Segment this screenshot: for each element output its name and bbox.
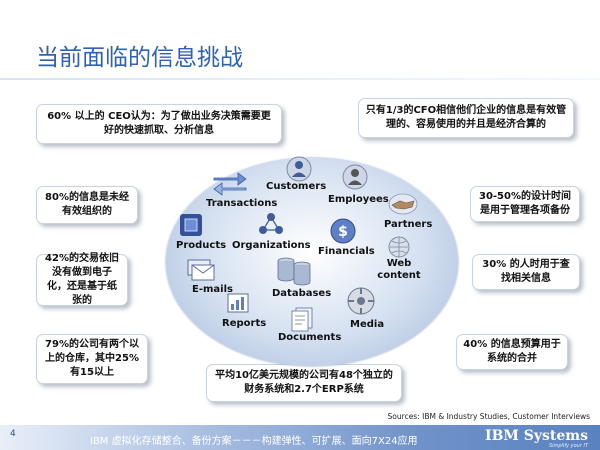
reports-icon <box>227 293 249 313</box>
label-documents: Documents <box>278 332 342 343</box>
ibm-systems-logo: IBM Systems <box>485 428 588 444</box>
callout-search: 30% 的人时用于查找相关信息 <box>472 254 580 290</box>
label-partners: Partners <box>384 219 433 230</box>
sources-note: Sources: IBM & Industry Studies, Custome… <box>387 412 590 421</box>
employees-icon <box>342 164 368 190</box>
emails-icon <box>187 259 215 281</box>
page-number: 4 <box>10 429 16 439</box>
label-employees: Employees <box>328 194 389 205</box>
callout-warehouses: 79%的公司有两个以上的仓库，其中25%有15以上 <box>36 334 148 384</box>
callout-budget: 40% 的信息预算用于系统的合并 <box>456 334 568 370</box>
label-financials: Financials <box>318 246 375 257</box>
svg-text:$: $ <box>338 224 348 240</box>
products-icon <box>180 214 202 236</box>
customers-icon <box>286 156 312 182</box>
transactions-icon <box>213 172 247 196</box>
footer-text: IBM 虚拟化存储整合、备份方案－－－构建弹性、可扩展、面向7X24应用 <box>90 436 418 447</box>
title-rule <box>0 78 600 80</box>
page-title: 当前面临的信息挑战 <box>36 45 243 71</box>
footer-bar <box>0 425 600 450</box>
label-organizations: Organizations <box>232 240 311 251</box>
brand-tagline: Simplify your IT <box>548 443 588 449</box>
label-databases: Databases <box>272 288 332 299</box>
callout-paper: 42%的交易依旧没有做到电子化，还是基于纸张的 <box>36 253 128 306</box>
callout-unorganized: 80%的信息是未经有效组织的 <box>36 186 138 224</box>
information-cycle-oval <box>166 158 458 366</box>
partners-icon <box>388 193 418 215</box>
callout-design-time: 30-50%的设计时间是用于管理各项备份 <box>470 186 580 222</box>
financials-icon: $ <box>330 218 356 244</box>
web-content-icon <box>388 236 410 258</box>
label-media: Media <box>350 319 385 330</box>
callout-erp: 平均10亿美元规模的公司有48个独立的财务系统和2.7个ERP系统 <box>206 364 402 402</box>
callout-cfo: 只有1/3的CFO相信他们企业的信息是有效管理的、容易使用的并且是经济合算的 <box>358 98 574 138</box>
label-reports: Reports <box>222 318 267 329</box>
label-web-content: Web content <box>377 258 421 281</box>
databases-icon <box>277 257 311 286</box>
media-icon <box>347 287 375 315</box>
callout-ceo: 60% 以上的 CEO认为：为了做出业务决策需要更好的快速抓取、分析信息 <box>36 104 282 144</box>
documents-icon <box>291 307 313 332</box>
label-transactions: Transactions <box>206 198 278 209</box>
label-products: Products <box>176 240 227 251</box>
organizations-icon <box>259 213 283 234</box>
label-emails: E-mails <box>192 284 233 295</box>
label-customers: Customers <box>266 181 327 192</box>
